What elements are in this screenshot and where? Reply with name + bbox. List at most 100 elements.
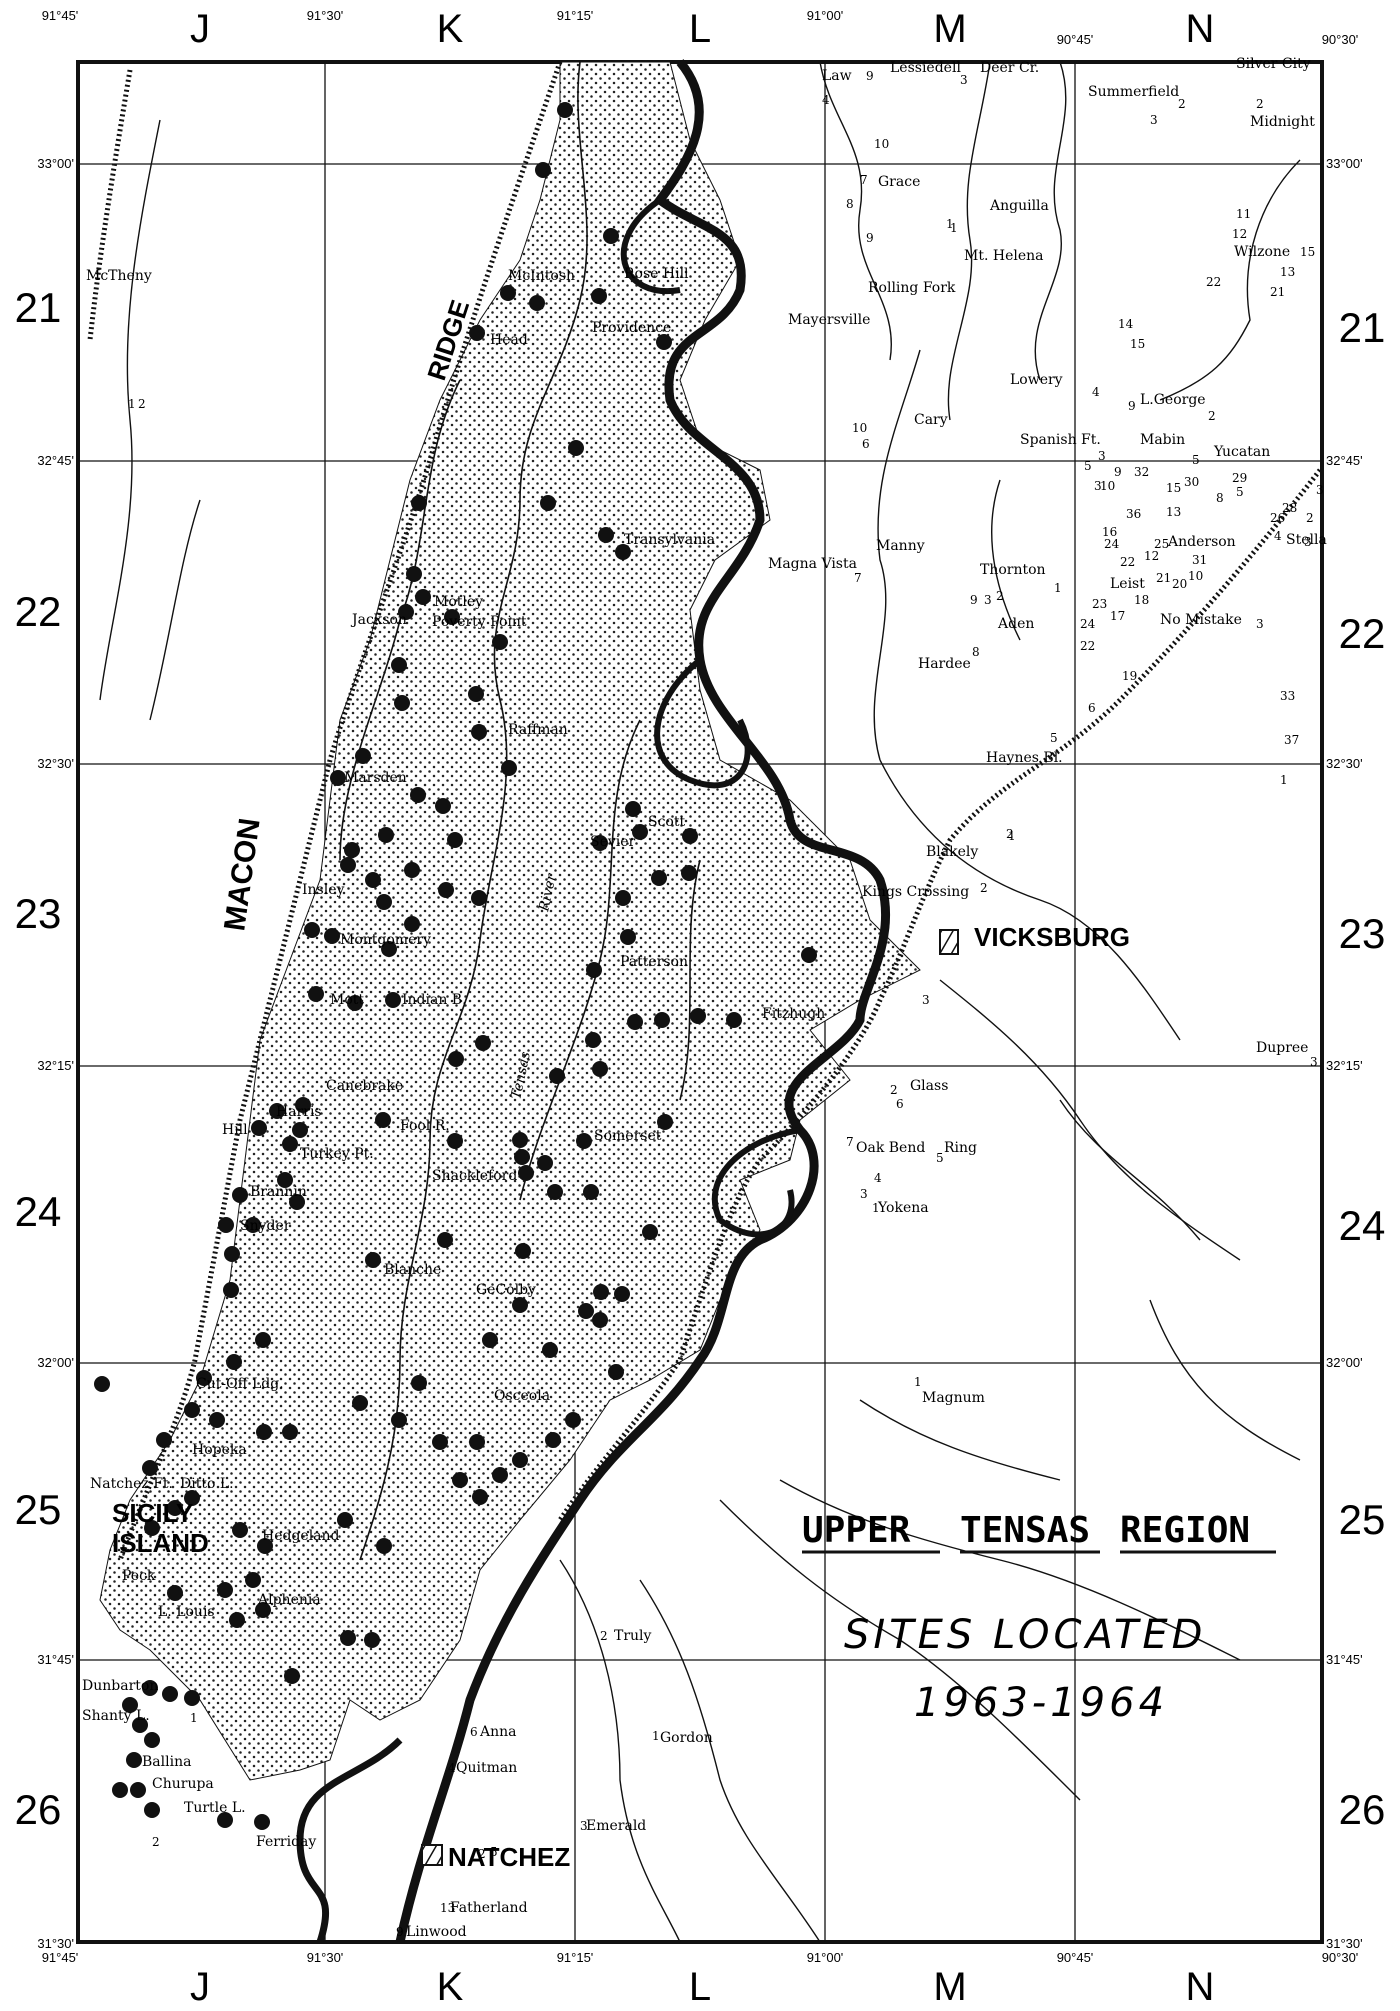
site-number: 14 <box>1118 317 1134 331</box>
site-number: 30 <box>1184 475 1199 489</box>
place-label: Somerset <box>594 1128 662 1144</box>
site-number: 3 <box>960 73 968 87</box>
site-number: 2 <box>1306 511 1314 525</box>
site-number: 5 <box>1236 485 1244 499</box>
site-number: 18 <box>1134 593 1149 607</box>
site-number: 12 <box>1232 227 1247 241</box>
place-label: Deer Cr. <box>980 60 1039 76</box>
col-letter-m-bottom: M <box>933 1965 966 2009</box>
lat-left-1: 32°45' <box>37 453 74 468</box>
natchez-label: NATCHEZ <box>448 1842 570 1872</box>
place-label: Manny <box>876 538 925 554</box>
lon-top-3: 91°00' <box>807 8 844 23</box>
site-number: 7 <box>846 1135 854 1149</box>
mississippi-loop-north <box>620 197 681 295</box>
lat-left-2: 32°30' <box>37 756 74 771</box>
lon-top-4: 90°45' <box>1057 32 1094 47</box>
place-label: Scott <box>648 814 685 830</box>
place-label: Stella <box>1286 532 1327 548</box>
site-number: 1 <box>190 1711 198 1725</box>
site-number: 22 <box>1080 639 1095 653</box>
col-letter-n-bottom: N <box>1186 1965 1215 2009</box>
site-number: 21 <box>1270 285 1285 299</box>
place-label: Insley <box>302 882 344 898</box>
site-number: 29 <box>1232 471 1247 485</box>
lon-top-1: 91°30' <box>307 8 344 23</box>
site-number: 1 <box>1280 773 1288 787</box>
place-label: Indian B. <box>402 992 467 1008</box>
legend-word-region: REGION <box>1120 1510 1250 1551</box>
site-number: 1 <box>128 397 136 411</box>
site-number: 17 <box>1110 609 1125 623</box>
latitude-labels-left: 33°00' 32°45' 32°30' 32°15' 32°00' 31°45… <box>37 156 74 1951</box>
place-label: Hopeka <box>192 1442 247 1458</box>
vicksburg-marker <box>939 929 959 955</box>
site-number: 13 <box>1166 505 1181 519</box>
site-number: 22 <box>1120 555 1135 569</box>
site-number: 9 <box>396 1925 404 1939</box>
place-label: Transylvania <box>624 532 715 548</box>
place-label: GeColby <box>476 1282 536 1298</box>
place-label: Grace <box>878 174 920 190</box>
row-num-23-left: 23 <box>15 890 62 937</box>
legend-word-tensas: TENSAS <box>960 1510 1090 1551</box>
site-number: 6 <box>1088 701 1096 715</box>
place-label: Wilzone <box>1234 244 1290 260</box>
col-letter-j-top: J <box>190 7 210 51</box>
site-number: 24 <box>1104 537 1120 551</box>
lat-right-4: 32°00' <box>1326 1355 1363 1370</box>
site-number: 31 <box>1192 553 1207 567</box>
place-label: Haynes Bl. <box>986 750 1063 766</box>
site-number: 11 <box>1236 207 1251 221</box>
site-number: 2 <box>890 1083 898 1097</box>
lon-bottom-1: 91°30' <box>307 1950 344 1965</box>
site-number: 10 <box>1188 569 1203 583</box>
column-letters-top: J K L M N <box>190 7 1214 51</box>
site-number: 26 <box>1270 511 1285 525</box>
place-label: Leist <box>1110 576 1145 592</box>
row-num-22-left: 22 <box>15 588 62 635</box>
place-label: Canebrake <box>326 1078 403 1094</box>
place-label: Poverty Point <box>432 614 527 630</box>
place-label: Peck <box>122 1568 156 1584</box>
place-label: Blakely <box>926 844 978 860</box>
place-label: Hill <box>222 1122 248 1138</box>
site-number: 6 <box>896 1097 904 1111</box>
site-number: 20 <box>1172 577 1187 591</box>
place-label: Aden <box>997 616 1034 632</box>
place-label: Ballina <box>142 1754 191 1770</box>
site-number: 1 <box>1008 829 1016 843</box>
macon-label: MACON <box>218 816 266 933</box>
site-number: 3 <box>860 1187 868 1201</box>
site-number: 8 <box>846 197 854 211</box>
site-number: 2 <box>600 1629 608 1643</box>
place-label: Midnight <box>1250 114 1315 130</box>
site-number: 3 <box>1094 479 1102 493</box>
site-number: 3 <box>1310 1055 1318 1069</box>
site-number: 2 <box>980 881 988 895</box>
site-number: 32 <box>1134 465 1149 479</box>
place-label: Alphenia <box>257 1592 321 1608</box>
place-label: Jackson <box>350 612 407 628</box>
site-number: 4 <box>1092 385 1100 399</box>
place-label: Patterson <box>620 954 688 970</box>
row-num-24-right: 24 <box>1339 1202 1386 1249</box>
place-label: Natchez Ft. <box>90 1476 173 1492</box>
row-num-25-left: 25 <box>15 1486 62 1533</box>
place-label: Glass <box>910 1078 948 1094</box>
site-number: 28 <box>1282 501 1297 515</box>
site-number: 1 <box>946 217 954 231</box>
site-number: 4 <box>1274 529 1282 543</box>
place-labels: Law Lessiedell Deer Cr. Silver City Summ… <box>82 56 1327 1940</box>
row-num-22-right: 22 <box>1339 610 1386 657</box>
place-label: Law <box>822 68 852 84</box>
place-label: Quitman <box>456 1760 517 1776</box>
site-number: 6 <box>862 437 870 451</box>
place-label: Magna Vista <box>768 556 857 572</box>
place-label: Hedgeland <box>262 1528 340 1544</box>
place-label: McIntosh <box>508 268 575 284</box>
site-number: 2 <box>152 1835 160 1849</box>
place-label: Dupree <box>1256 1040 1308 1056</box>
place-label: Mt. Helena <box>964 248 1043 264</box>
site-number: 5 <box>1084 459 1092 473</box>
